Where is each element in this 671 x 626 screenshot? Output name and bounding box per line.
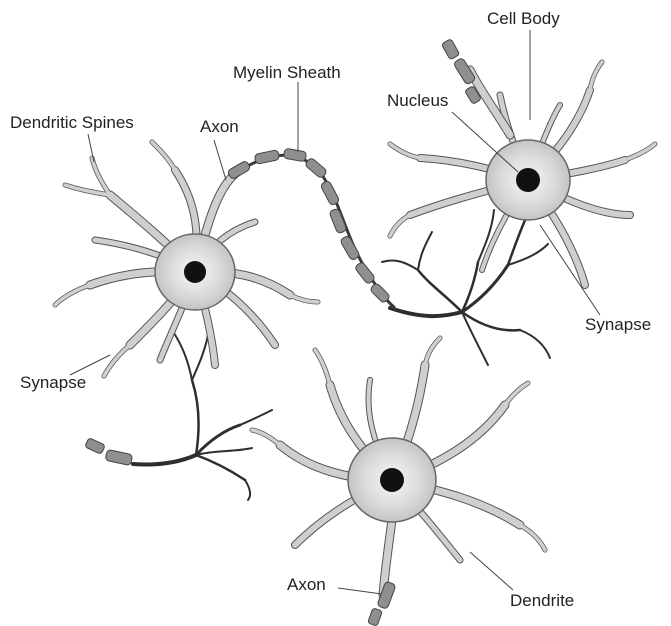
label-dendrite: Dendrite xyxy=(510,591,574,610)
label-nucleus: Nucleus xyxy=(387,91,448,110)
nucleus-left xyxy=(184,261,206,283)
label-cell-body: Cell Body xyxy=(487,9,560,28)
axons xyxy=(205,70,510,595)
axon-terminal-center xyxy=(382,210,550,365)
label-axon-top: Axon xyxy=(200,117,239,136)
axon-terminal-left xyxy=(133,330,272,500)
nucleus-bottom xyxy=(380,468,404,492)
label-myelin-sheath: Myelin Sheath xyxy=(233,63,341,82)
label-axon-bottom: Axon xyxy=(287,575,326,594)
label-synapse-right: Synapse xyxy=(585,315,651,334)
label-synapse-left: Synapse xyxy=(20,373,86,392)
label-dendritic-spines: Dendritic Spines xyxy=(10,113,134,132)
nucleus-top-right xyxy=(516,168,540,192)
